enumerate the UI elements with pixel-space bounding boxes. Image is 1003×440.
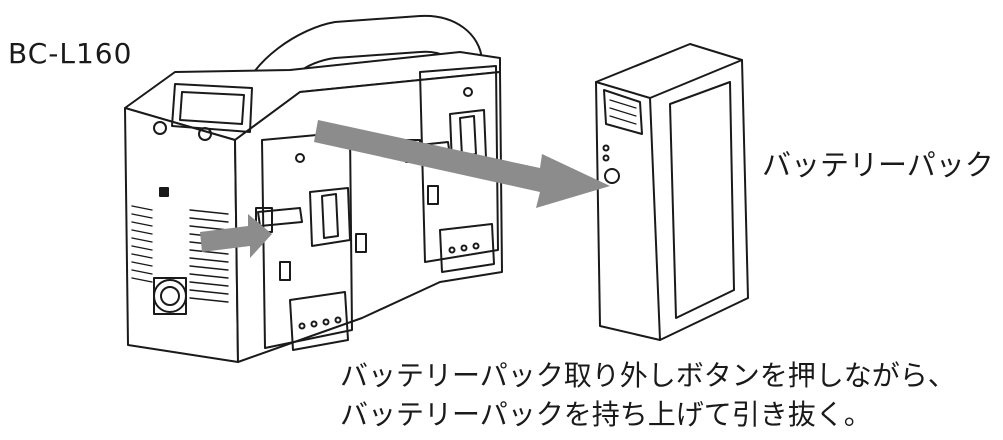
charger-illustration xyxy=(124,14,503,363)
charger-button-2 xyxy=(198,127,212,141)
battery-release-button xyxy=(604,168,620,184)
rear-removal-arrow xyxy=(314,120,610,208)
front-v-mount xyxy=(309,187,351,247)
charger-side xyxy=(234,71,503,363)
battery-pack-illustration xyxy=(595,43,749,341)
model-label: BC-L160 xyxy=(8,37,133,70)
instruction-text-line-1: バッテリーパック取り外しボタンを押しながら、 xyxy=(340,359,956,392)
lcd-display xyxy=(171,83,253,133)
instruction-text-line-2: バッテリーパックを持ち上げて引き抜く。 xyxy=(340,398,872,431)
battery-pack-label: バッテリーパック xyxy=(762,148,994,182)
removal-arrows xyxy=(200,120,610,258)
rear-mount-plate xyxy=(419,65,499,263)
front-release-lever xyxy=(257,207,303,227)
front-removal-arrow xyxy=(200,214,272,258)
charger-button-1 xyxy=(153,121,167,135)
front-terminal-block xyxy=(289,291,349,351)
rear-terminal-block xyxy=(439,223,495,273)
